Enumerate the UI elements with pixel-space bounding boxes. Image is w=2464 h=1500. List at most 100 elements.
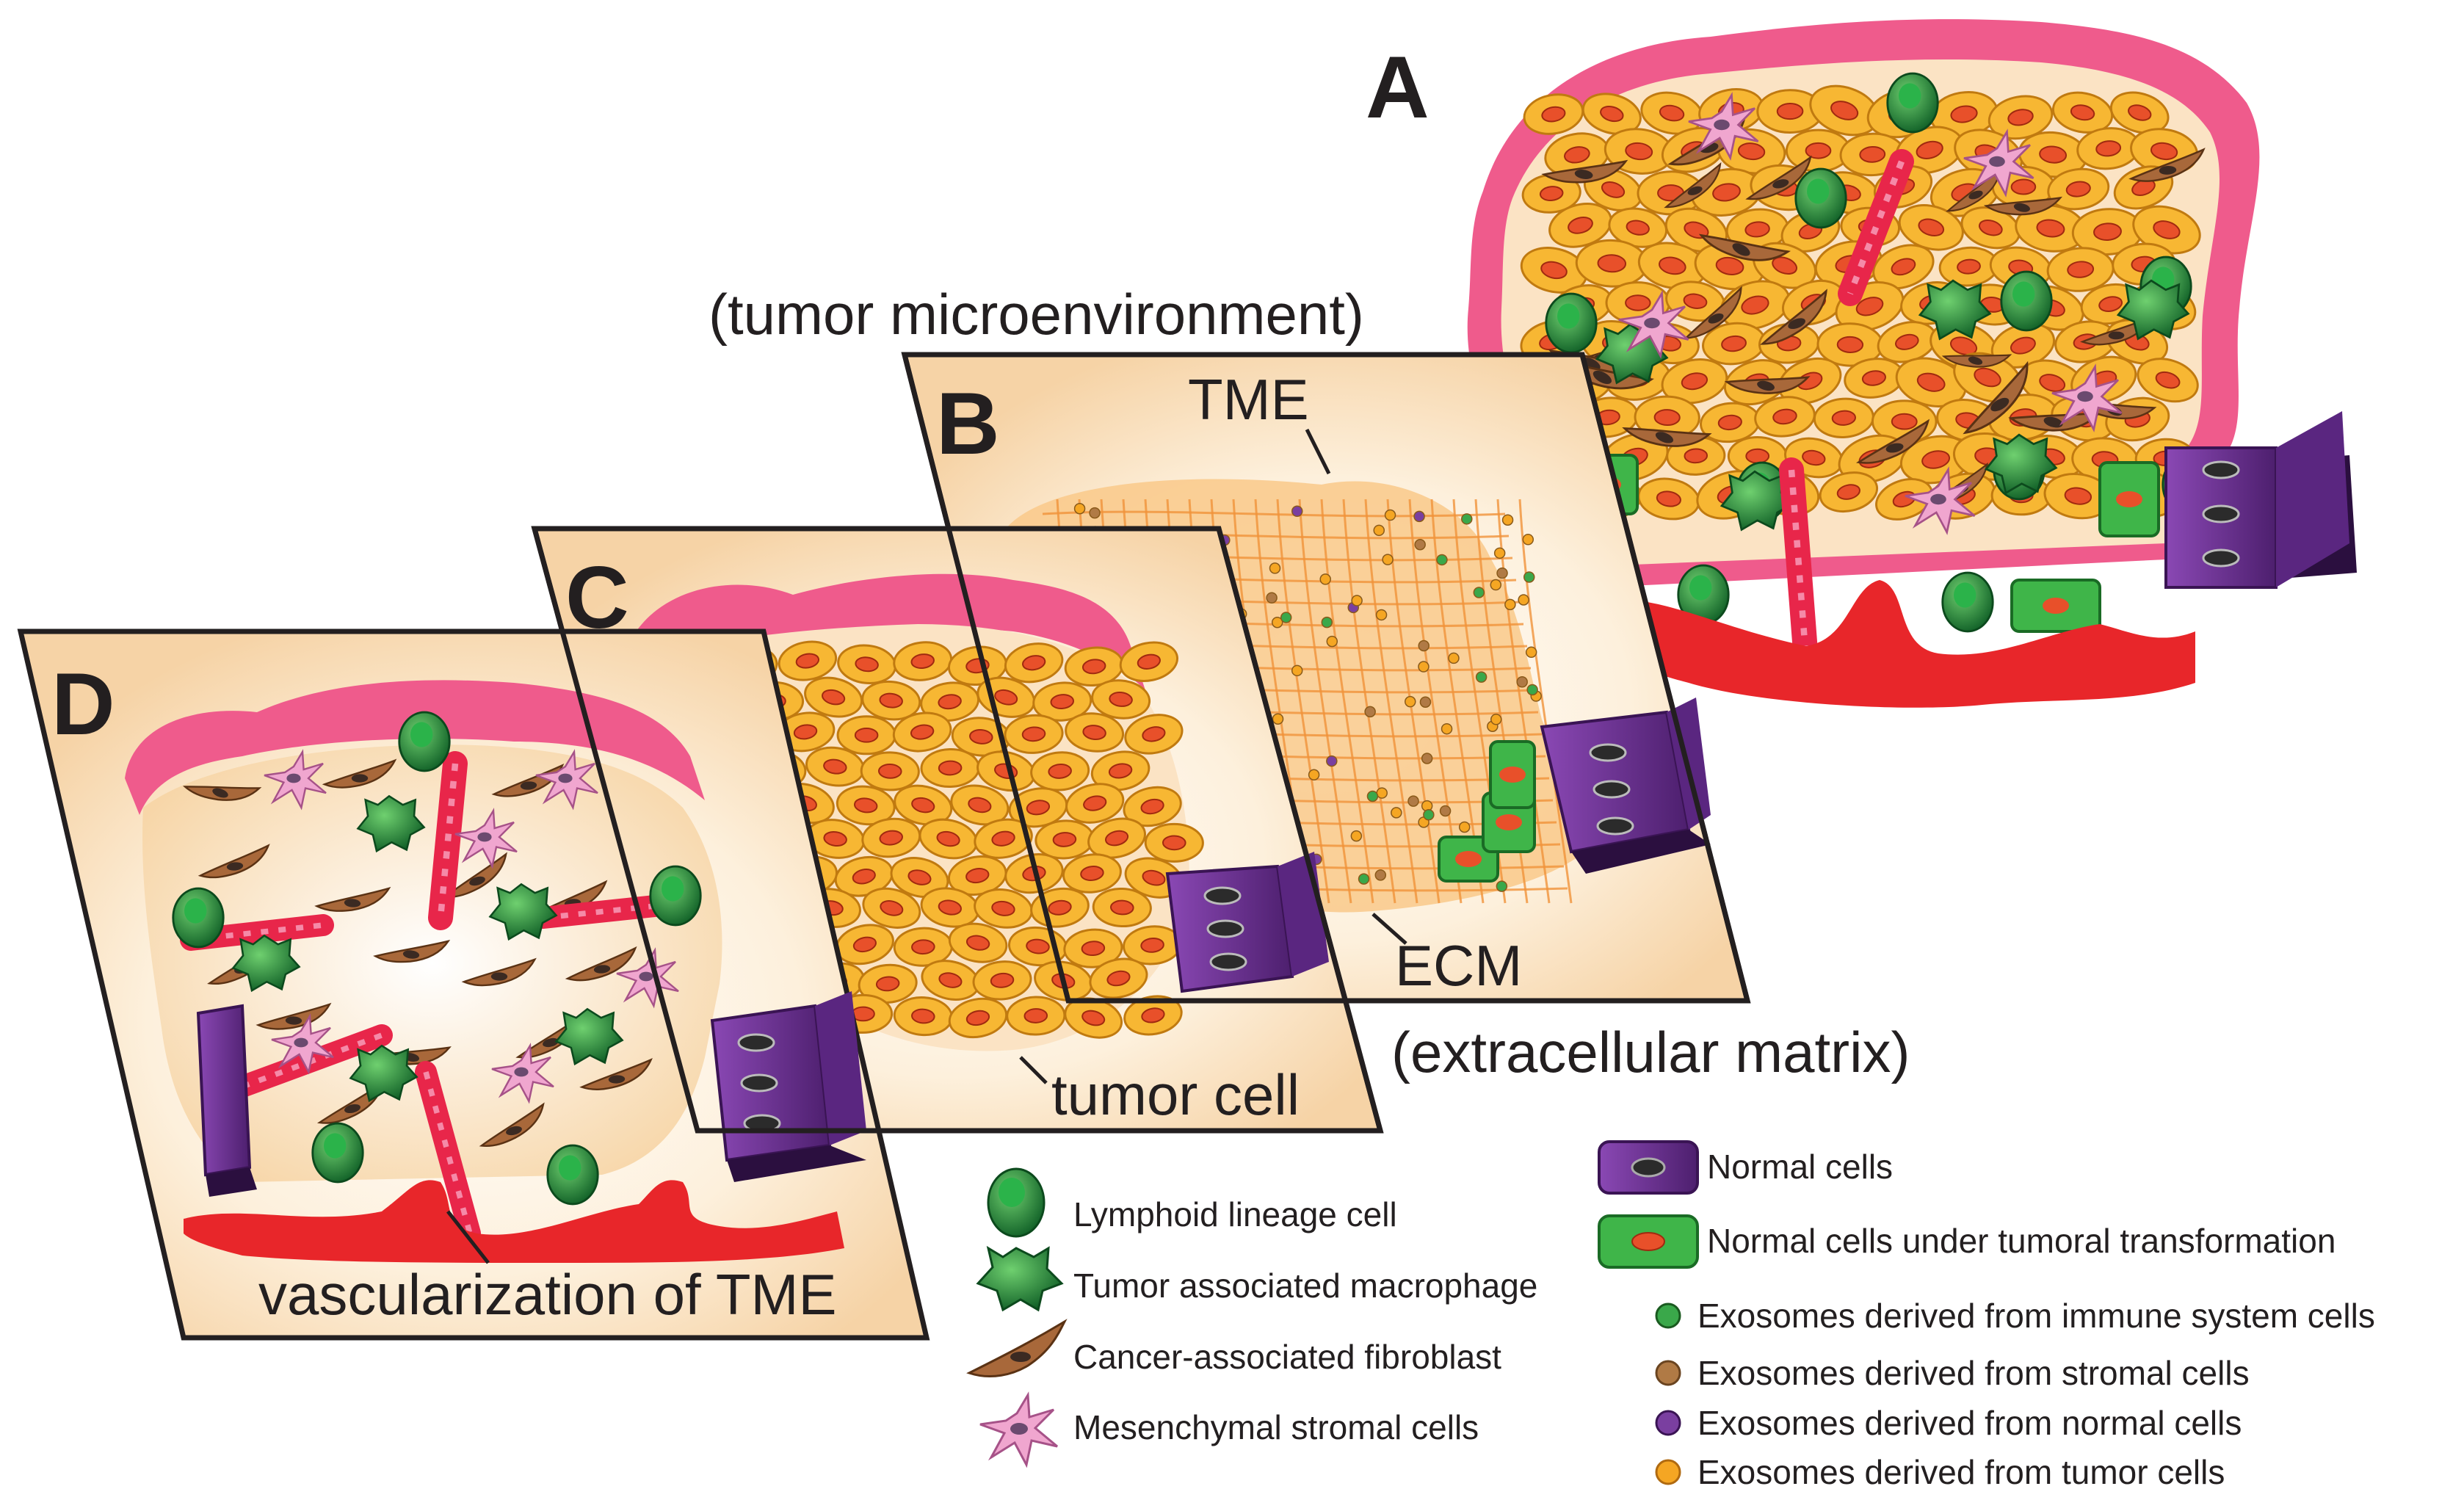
tumor-cell-shape: [1062, 853, 1122, 894]
tumor-cell-shape: [920, 747, 980, 788]
fibroblast-shape: [198, 844, 270, 879]
normal-cell-nucleus: [2202, 504, 2240, 523]
exosome-stromal-icon: [1655, 1360, 1681, 1386]
fibroblast-shape: [1963, 360, 2029, 435]
exosome-dot: [1525, 646, 1537, 659]
exosome-dot: [1493, 547, 1506, 559]
stromal-cell-shape: [1688, 92, 1759, 161]
transforming-cells-b: [1438, 740, 1536, 883]
panel-b-label: B: [936, 374, 1000, 473]
normal-cell-icon: [1598, 1140, 1699, 1195]
tumor-cell-shape: [1819, 471, 1879, 513]
fibroblast-shape: [1541, 159, 1628, 184]
macrophage-shape: [1984, 433, 2058, 495]
tumor-cell-shape: [1123, 995, 1183, 1036]
fibroblast-shape: [322, 758, 397, 789]
exosome-dot: [1376, 787, 1388, 799]
exosome-dot: [1319, 573, 1331, 585]
lymphoid-cell-shape: [1941, 571, 1994, 633]
tumor-cell-shape: [1844, 358, 1905, 399]
legend-right: Normal cells Normal cells under tumoral …: [1598, 1140, 2375, 1491]
tumor-cell-shape: [1004, 642, 1064, 684]
lymphoid-cell-shape: [172, 887, 225, 949]
blood-vessel-d: [184, 1180, 844, 1263]
legend-exosome-tumor-text: Exosomes derived from tumor cells: [1697, 1453, 2225, 1491]
lymphoid-cell-icon: [987, 1167, 1046, 1238]
legend-exosome-stromal-text: Exosomes derived from stromal cells: [1697, 1354, 2250, 1392]
transforming-cell-shape: [2010, 579, 2101, 633]
lymphoid-cell-shape: [1545, 292, 1598, 354]
tumor-cell-shape: [1030, 751, 1090, 791]
exosome-dot: [1473, 587, 1485, 598]
tumor-cell-shape: [862, 887, 921, 929]
exosome-dot: [1374, 869, 1387, 881]
exosome-dot: [1350, 830, 1363, 842]
tumor-cell-shape: [861, 680, 921, 721]
exosome-dot: [1526, 684, 1538, 696]
lymphoid-cell-shape: [311, 1122, 364, 1184]
panel-a-label: A: [1366, 38, 1430, 137]
fibroblast-shape: [579, 1058, 653, 1091]
legend-lymphoid-text: Lymphoid lineage cell: [1073, 1195, 1397, 1233]
exosome-dot: [1458, 821, 1471, 833]
fibroblast-shape: [1745, 155, 1812, 200]
tumor-cell-shape: [805, 746, 865, 787]
tumor-cell-shape: [1091, 679, 1151, 720]
normal-cell-nucleus: [1203, 886, 1242, 905]
tumor-cell-shape: [2015, 204, 2087, 253]
panel-d: D vascularization of TME: [17, 628, 930, 1341]
fibroblast-shape: [1983, 196, 2062, 216]
macrophage-icon: [976, 1245, 1064, 1312]
fibroblast-shape: [182, 786, 262, 801]
fibroblast-shape: [1855, 419, 1930, 464]
lymphoid-cell-shape: [398, 711, 451, 772]
tumor-cell-shape: [974, 818, 1033, 859]
tumor-cell-shape: [835, 924, 894, 965]
tumor-cell-shape: [1064, 646, 1124, 686]
tumor-cell-shape: [1581, 93, 1642, 135]
fibroblast-shape: [1622, 427, 1712, 447]
fibroblast-shape: [1698, 233, 1791, 261]
macrophage-shape: [349, 1044, 418, 1103]
exosome-dot: [1291, 664, 1303, 677]
macrophage-shape: [1918, 279, 1992, 341]
tumor-cell-shape: [892, 711, 952, 753]
exosome-tumor-icon: [1655, 1459, 1681, 1485]
fibroblast-shape: [1664, 162, 1722, 209]
ecm-label: ECM: [1395, 933, 1522, 998]
lymphoid-cell-shape: [1794, 167, 1847, 229]
tumor-cell-shape: [1548, 203, 1612, 248]
tumor-cell-shape: [836, 715, 896, 756]
normal-cell-nucleus: [1206, 919, 1244, 938]
exosome-dot: [1414, 538, 1426, 551]
exosome-dot: [1490, 714, 1502, 725]
exosome-dot: [1413, 510, 1425, 523]
normal-cell-nucleus: [1596, 816, 1634, 836]
stromal-cell-shape: [1963, 128, 2034, 198]
lymphoid-cell-shape: [1677, 564, 1730, 626]
panel-d-stromal-immune-cells: [172, 711, 702, 1244]
macrophage-shape: [2116, 279, 2190, 341]
tumor-cell-shape: [804, 676, 863, 718]
exosome-dot: [1280, 612, 1292, 623]
tumor-cell-shape: [893, 927, 953, 967]
lymphoid-cell-shape: [1886, 72, 1939, 134]
exosome-dot: [1407, 795, 1419, 807]
tumor-cell-shape: [1608, 207, 1668, 248]
stromal-cell-shape: [616, 947, 679, 1009]
tumor-cell-shape: [1032, 681, 1093, 722]
tumor-cell-shape: [2076, 127, 2141, 170]
stromal-cell-shape: [491, 1043, 554, 1104]
tumor-cell-shape: [950, 784, 1010, 826]
exosome-dot: [1461, 513, 1473, 525]
exosome-dot: [1271, 616, 1283, 628]
exosome-dot: [1522, 534, 1534, 546]
ecm-full-label: (extracellular matrix): [1391, 1020, 1910, 1084]
vascularization-label: vascularization of TME: [258, 1262, 837, 1327]
tumor-cell-shape: [860, 751, 920, 791]
tumor-cell-shape: [1089, 957, 1148, 999]
tumor-cell-shape: [1520, 247, 1588, 294]
normal-cells-block-a: [2164, 411, 2357, 589]
tumor-cell-shape: [1813, 397, 1874, 438]
tumor-cell-shape: [918, 818, 978, 860]
